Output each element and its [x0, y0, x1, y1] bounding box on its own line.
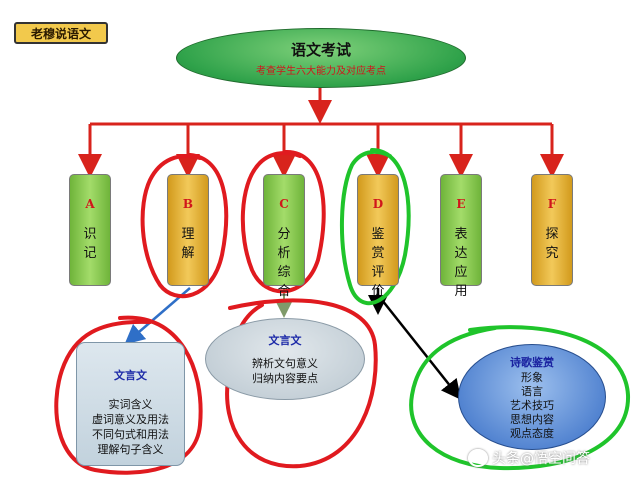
wenyan-box-heading: 文言文 [114, 369, 147, 382]
ability-char: 价 [371, 284, 385, 299]
ability-box-d: D 鉴 赏 评 价 [357, 174, 399, 299]
ability-char: 赏 [371, 246, 385, 261]
ability-box-c: C 分 析 综 合 [263, 174, 305, 299]
ability-char: 评 [371, 265, 385, 280]
poetry-item: 观点态度 [510, 426, 554, 440]
wenyan-detail-box: 文言文 实词含义 虚词意义及用法 不同句式和用法 理解句子含义 [76, 342, 185, 466]
ability-letter: A [85, 197, 95, 211]
ability-char: 应 [454, 265, 468, 280]
ability-char: 合 [277, 284, 291, 299]
poetry-item: 形象 [521, 370, 543, 384]
ability-letter: F [547, 197, 557, 211]
watermark-logo-icon [468, 449, 488, 467]
author-tag: 老穆说语文 [14, 22, 108, 44]
green-circle-d [340, 148, 411, 305]
ability-letter: B [182, 197, 194, 211]
wenyan-detail-oval: 文言文 辨析文句意义 归纳内容要点 [205, 318, 365, 400]
wenyan-box-item: 虚词意义及用法 [92, 413, 169, 426]
ability-char: 记 [83, 246, 97, 261]
watermark-text: 头条@悟空问答 [492, 451, 590, 467]
red-circle-c [240, 149, 326, 294]
ability-box-e: E 表 达 应 用 [440, 174, 482, 299]
wenyan-box-item: 不同句式和用法 [92, 428, 169, 441]
ability-letter: E [456, 197, 466, 211]
ability-char: 鉴 [371, 227, 385, 242]
ability-char: 理 [181, 227, 195, 242]
ability-char: 探 [545, 227, 559, 242]
poetry-item: 思想内容 [510, 412, 554, 426]
poetry-item: 语言 [521, 384, 543, 398]
wenyan-box-item: 实词含义 [108, 398, 153, 411]
ability-box-b: B 理 解 [167, 174, 209, 286]
poetry-heading: 诗歌鉴赏 [510, 355, 554, 369]
ability-char: 解 [181, 246, 195, 261]
ability-char: 识 [83, 227, 97, 242]
arrow-d-to-poetry [377, 294, 462, 400]
tree-connectors [78, 86, 564, 178]
wenyan-box-item: 理解句子含义 [97, 443, 164, 456]
red-circle-b [140, 153, 229, 299]
wenyan-oval-heading: 文言文 [268, 334, 302, 347]
ability-char: 达 [454, 246, 468, 261]
ability-box-f: F 探 究 [531, 174, 573, 286]
root-node-oval: 语文考试 考查学生六大能力及对应考点 [176, 28, 466, 88]
ability-char: 析 [277, 246, 291, 261]
ability-char: 究 [545, 246, 559, 261]
ability-letter: D [372, 197, 384, 211]
poetry-detail-oval: 诗歌鉴赏 形象 语言 艺术技巧 思想内容 观点态度 [458, 344, 606, 450]
green-circle-poetry [409, 325, 631, 471]
poetry-item: 艺术技巧 [510, 398, 554, 412]
ability-char: 表 [454, 227, 468, 242]
ability-letter: C [279, 197, 289, 211]
ability-char: 分 [277, 227, 291, 242]
ability-char: 综 [277, 265, 291, 280]
red-circle-wenyan-box [54, 315, 203, 475]
root-subtitle: 考查学生六大能力及对应考点 [256, 66, 386, 77]
ability-box-a: A 识 记 [69, 174, 111, 286]
ability-char: 用 [454, 284, 468, 299]
root-title: 语文考试 [290, 41, 351, 59]
watermark: 头条@悟空问答 [468, 448, 590, 468]
wenyan-oval-item: 归纳内容要点 [252, 372, 318, 385]
wenyan-oval-item: 辨析文句意义 [252, 357, 318, 370]
